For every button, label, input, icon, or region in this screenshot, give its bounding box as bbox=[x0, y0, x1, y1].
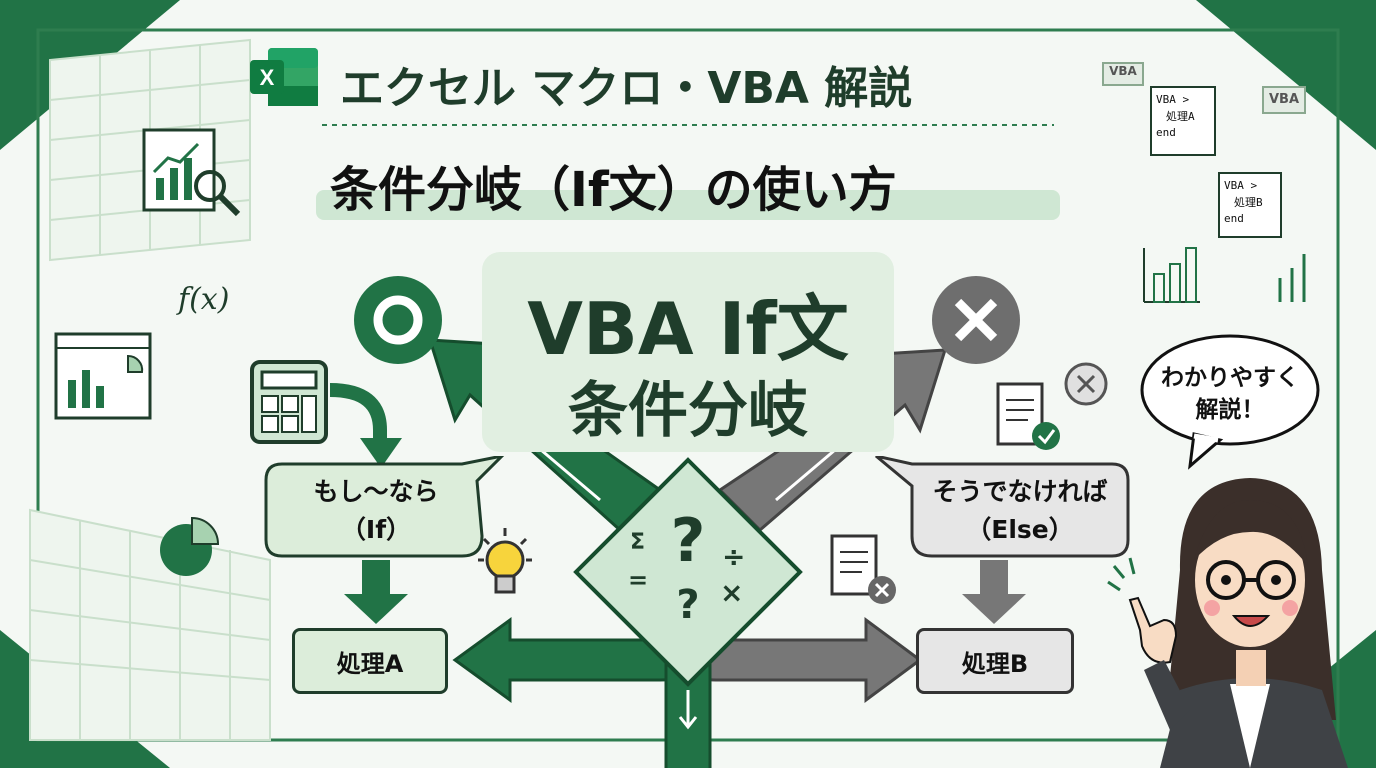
code-card-2: VBA > 処理B end bbox=[1218, 172, 1282, 238]
if-bubble-line2: （If） bbox=[340, 515, 412, 544]
if-bubble-line1: もし〜なら bbox=[313, 477, 439, 506]
question-mark: ? bbox=[670, 506, 706, 576]
lightbulb-icon bbox=[478, 528, 532, 594]
center-card bbox=[482, 252, 894, 452]
sigma-symbol: Σ bbox=[630, 530, 646, 555]
code-card-1: VBA > 処理A end bbox=[1150, 86, 1216, 156]
bar-chart-decoration-icon bbox=[1143, 247, 1306, 303]
arrow-down bbox=[664, 658, 712, 768]
condition-diamond-icon bbox=[573, 457, 803, 687]
chart-magnifier-icon bbox=[142, 128, 241, 217]
process-b-label: 処理B bbox=[961, 650, 1029, 678]
code-card-2-line-2: 処理B bbox=[1234, 195, 1263, 209]
process-b-box bbox=[916, 628, 1074, 694]
calculator-icon bbox=[250, 360, 328, 444]
pie-chart-icon bbox=[160, 516, 220, 576]
dashboard-chart-icon bbox=[54, 332, 152, 420]
code-card-1-line-1: VBA > bbox=[1156, 93, 1190, 106]
excel-letter: X bbox=[260, 65, 275, 90]
arrow-down-left bbox=[344, 560, 408, 624]
center-title: VBA If文 bbox=[527, 287, 849, 371]
speech-bubble-shape bbox=[1140, 334, 1320, 470]
document-cross-icon bbox=[830, 534, 896, 604]
fx-label: f(x) bbox=[178, 282, 230, 317]
excel-logo-icon: X bbox=[250, 48, 318, 106]
divide-symbol: ÷ bbox=[722, 540, 746, 573]
subtitle-highlight bbox=[316, 190, 1060, 220]
else-bubble-line2: （Else） bbox=[966, 515, 1074, 544]
subtitle: 条件分岐（If文）の使い方 bbox=[330, 162, 897, 218]
dotted-divider bbox=[322, 124, 1054, 126]
code-card-2-line-1: VBA > bbox=[1224, 179, 1258, 192]
times-symbol: × bbox=[720, 576, 744, 609]
circle-ok-icon bbox=[354, 276, 442, 364]
cross-ng-icon bbox=[932, 276, 1020, 364]
speech-line2: 解説！ bbox=[1195, 397, 1265, 423]
code-card-1-line-2: 処理A bbox=[1166, 109, 1195, 123]
main-title: エクセル マクロ・VBA 解説 bbox=[340, 63, 913, 114]
arrow-calculator-to-if bbox=[329, 383, 402, 468]
arrow-down-right bbox=[962, 560, 1026, 624]
if-bubble-shape bbox=[264, 456, 505, 558]
code-card-2-line-3: end bbox=[1224, 212, 1244, 225]
center-subtitle: 条件分岐 bbox=[568, 376, 808, 446]
else-bubble-shape bbox=[875, 456, 1130, 558]
corner-top-right bbox=[1196, 0, 1376, 150]
vba-tag-2: VBA bbox=[1262, 86, 1306, 114]
presenter-character-icon bbox=[1107, 478, 1348, 768]
else-bubble-line1: そうでなければ bbox=[932, 477, 1108, 506]
code-card-1-line-3: end bbox=[1156, 126, 1176, 139]
process-a-label: 処理A bbox=[336, 650, 404, 678]
vba-tag-1: VBA bbox=[1102, 62, 1144, 86]
speech-line1: わかりやすく bbox=[1161, 365, 1299, 391]
question-mark-small: ? bbox=[676, 582, 700, 628]
equals-symbol: = bbox=[628, 566, 649, 594]
document-check-icon bbox=[996, 362, 1108, 450]
process-a-box bbox=[292, 628, 448, 694]
